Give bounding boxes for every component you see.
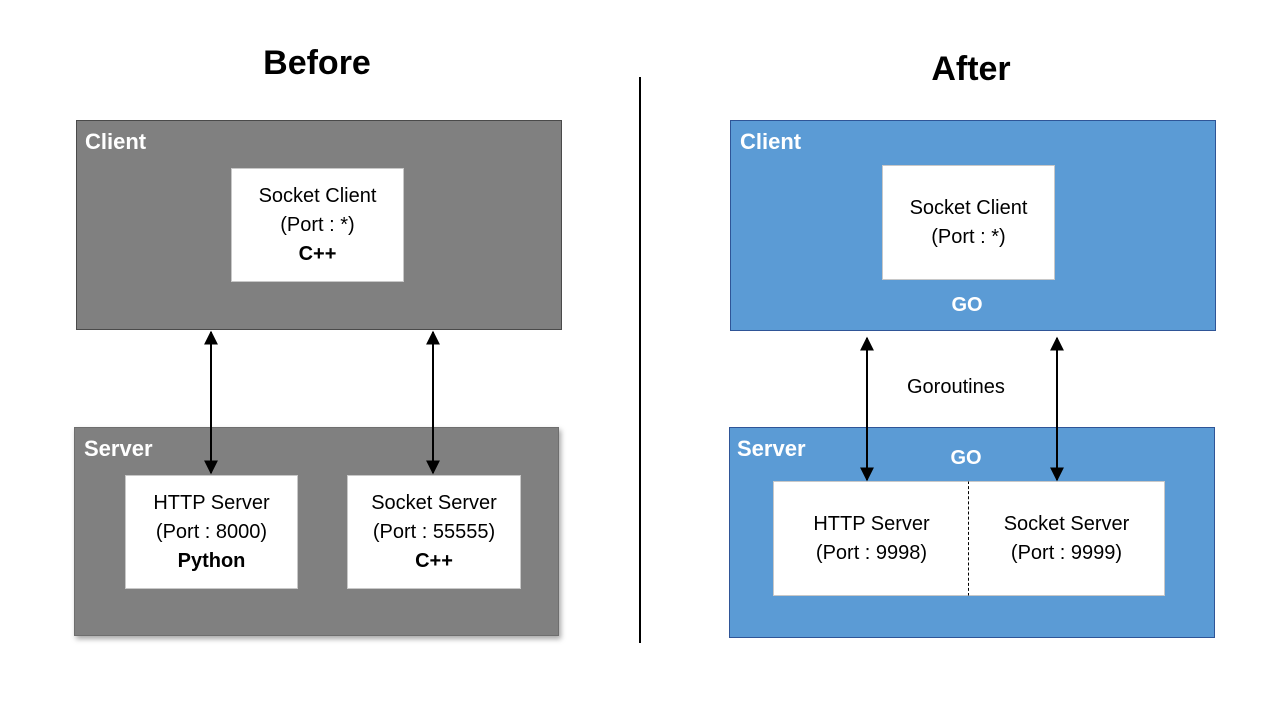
node-lang: C++ [298,242,337,265]
node-name: Socket Server [1003,512,1130,535]
goroutines-label: Goroutines [907,376,1005,398]
node-port: (Port : *) [280,213,355,236]
node-port: (Port : 9999) [1010,541,1123,564]
before-socket-server-node: Socket Server (Port : 55555) C++ [347,475,521,589]
after-server-label: Server [737,436,806,461]
after-socket-server-node: Socket Server (Port : 9999) [968,481,1165,596]
before-client-label: Client [85,129,147,154]
before-http-server-node: HTTP Server (Port : 8000) Python [125,475,298,589]
node-port: (Port : 55555) [372,520,496,543]
after-client-lang: GO [951,294,983,316]
node-lang: C++ [415,549,453,572]
node-name: HTTP Server [153,491,270,514]
node-port: (Port : 9998) [815,541,928,564]
node-port: (Port : *) [931,225,1006,248]
node-port: (Port : 8000) [155,520,268,543]
after-title: After [931,50,1011,88]
after-http-server-node: HTTP Server (Port : 9998) [773,481,969,596]
after-client-label: Client [740,129,802,154]
before-server-label: Server [84,436,153,461]
node-name: Socket Client [909,196,1028,219]
node-name: Socket Server [371,491,497,514]
before-socket-client-node: Socket Client (Port : *) C++ [231,168,404,282]
section-divider [639,77,641,643]
node-name: HTTP Server [813,512,930,535]
before-title: Before [263,44,371,82]
node-lang: Python [177,549,246,572]
after-server-lang: GO [950,447,982,469]
node-name: Socket Client [258,184,377,207]
after-socket-client-node: Socket Client (Port : *) [882,165,1055,280]
